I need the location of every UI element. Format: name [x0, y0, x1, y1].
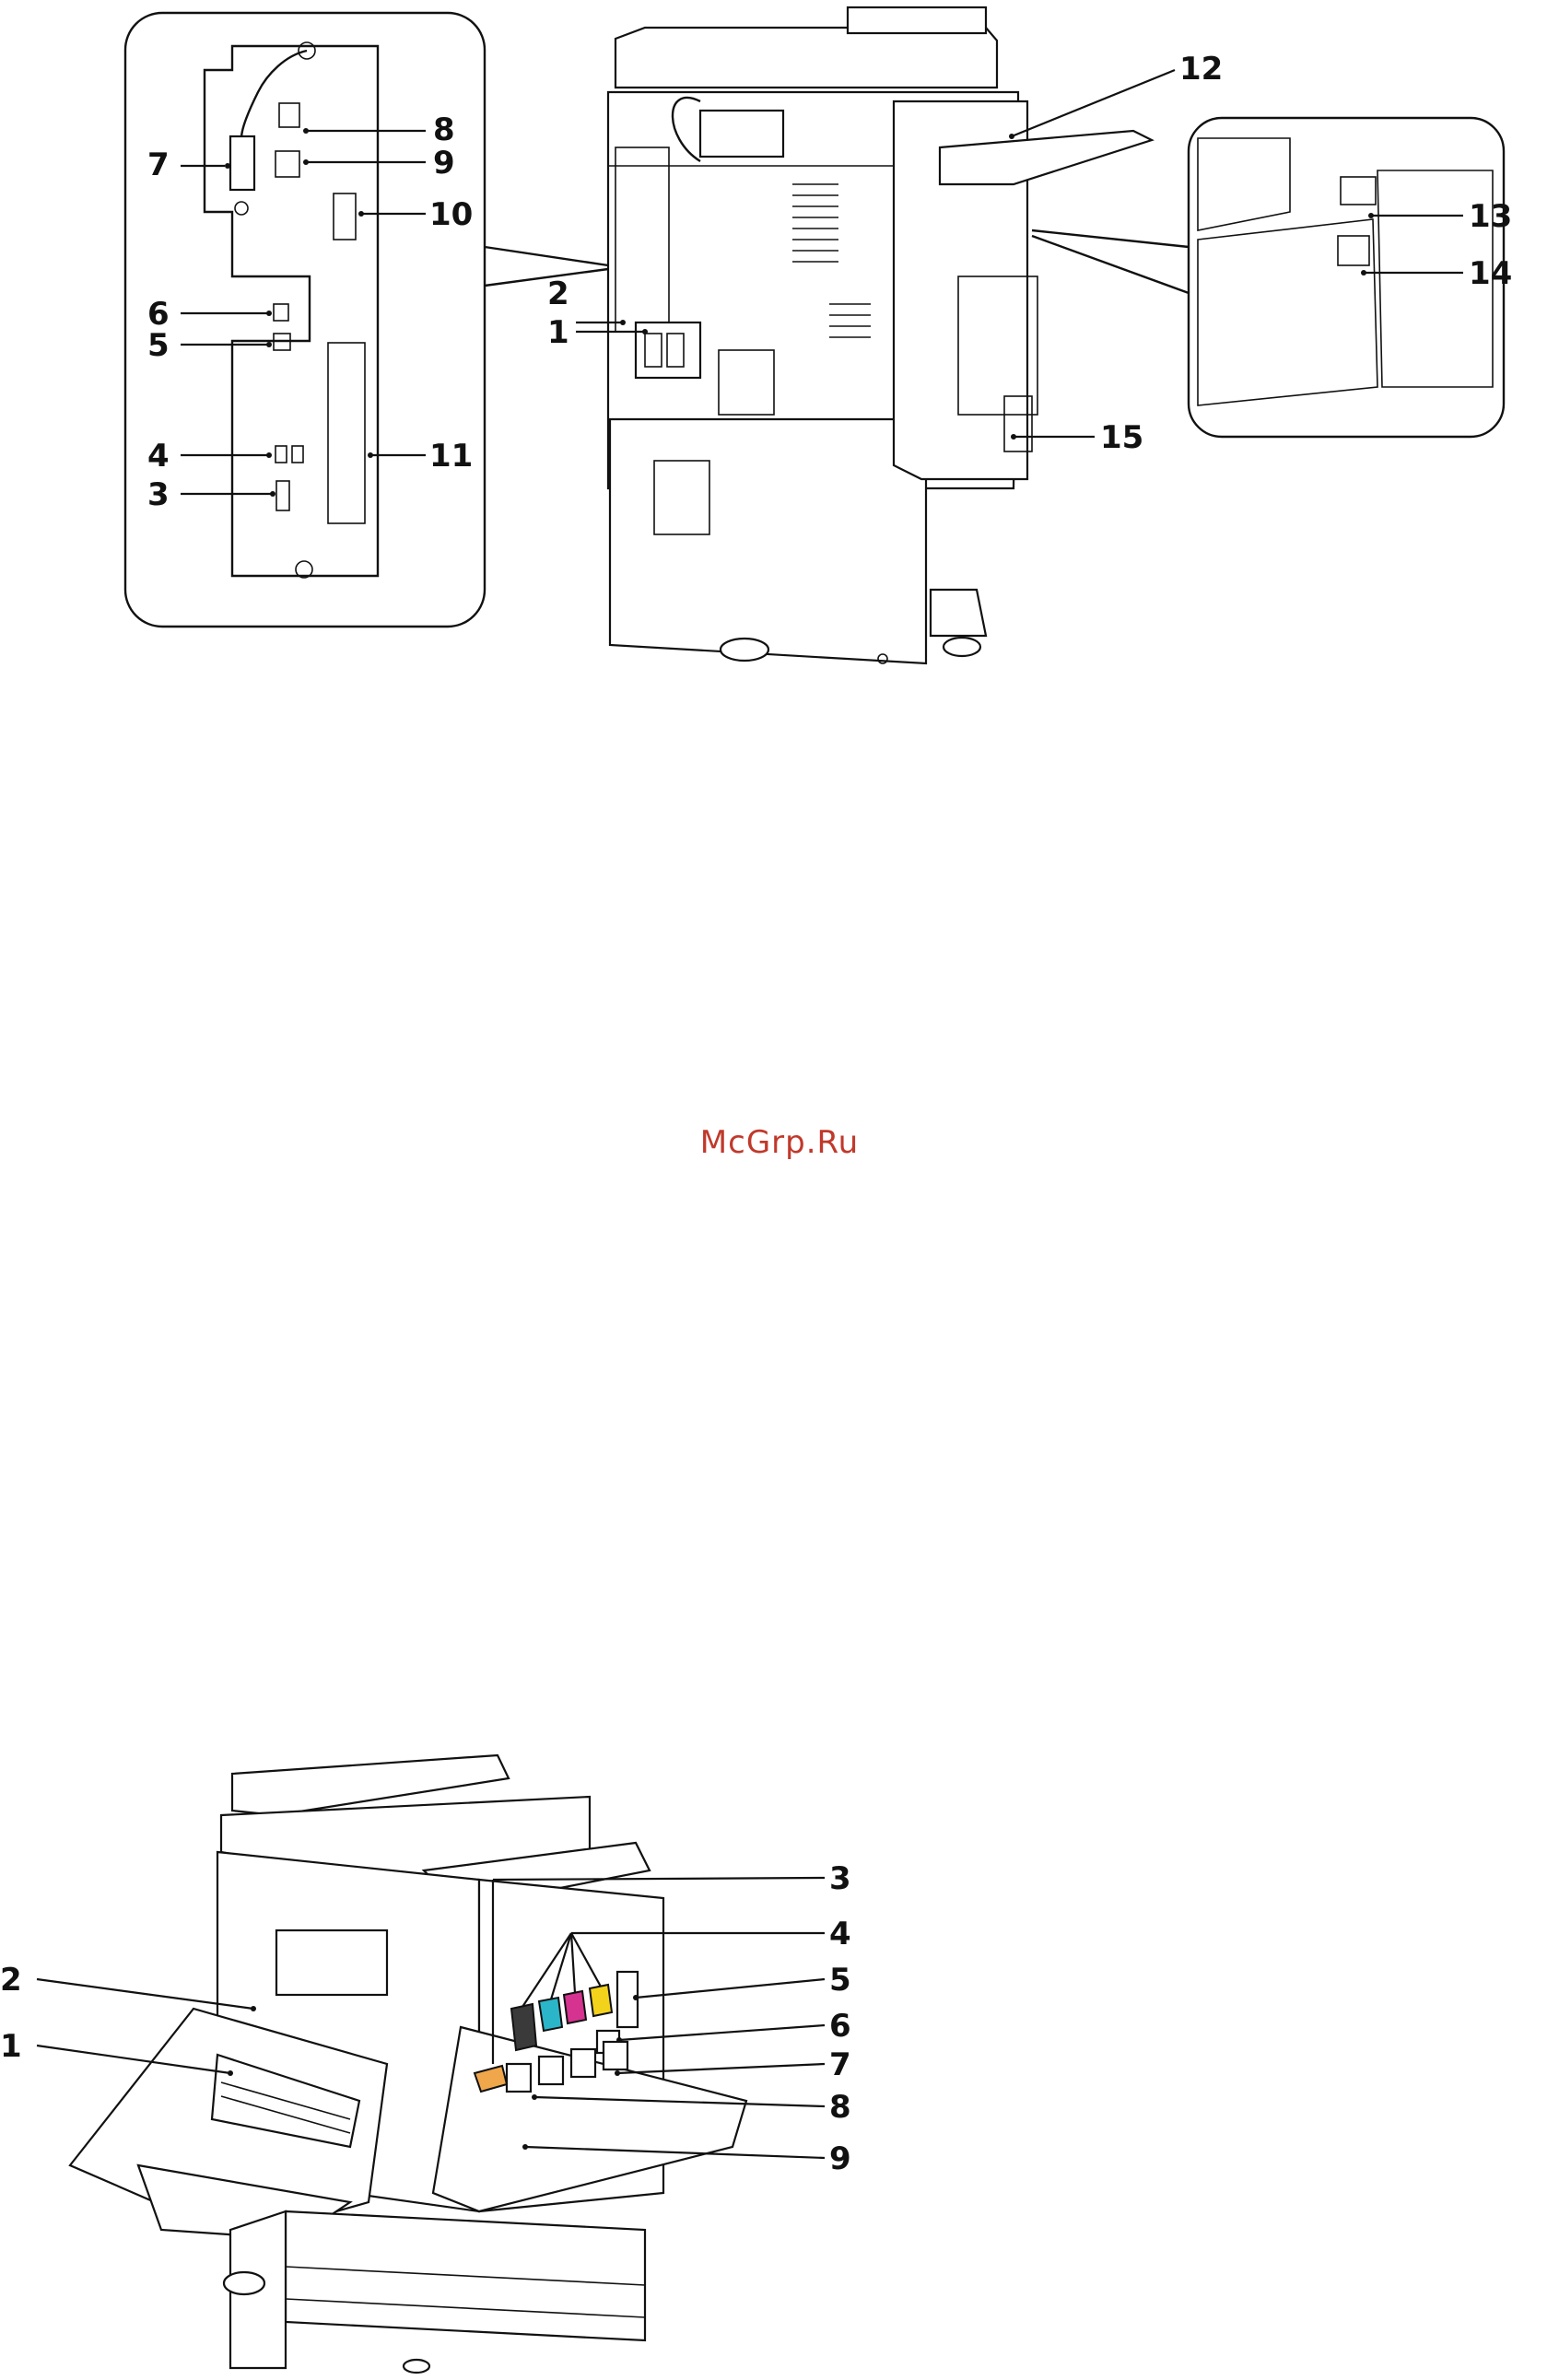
callout-2: 2: [0, 1962, 22, 1999]
callout-12: 12: [1179, 51, 1223, 88]
port-4-usb-a: [275, 446, 287, 463]
side-inset: [1032, 118, 1504, 437]
callout-9: 9: [433, 145, 455, 182]
port-6: [274, 304, 288, 321]
port-9-ethernet: [275, 151, 299, 177]
inset-pointer-line: [485, 247, 608, 265]
watermark: McGrp.Ru: [0, 1124, 1559, 1161]
toner-magenta: [564, 1991, 586, 2023]
inset-frame: [125, 13, 485, 627]
bottom-figure: 1 2 3 4 5 6 7 8 9: [0, 1755, 851, 2373]
connector-panel-inset: [125, 13, 608, 627]
toner-black: [511, 2004, 536, 2050]
drum-unit: [539, 2057, 563, 2084]
callout-13: 13: [1469, 198, 1512, 235]
scanner-lid: [615, 28, 997, 88]
callout-15: 15: [1100, 419, 1143, 456]
callout-1: 1: [547, 314, 569, 351]
callout-7: 7: [147, 147, 170, 183]
port-8: [279, 103, 299, 127]
top-figure: 7 8 9 10 6 5 4 3 11 1 2 12 13 14 15: [125, 7, 1512, 663]
port-10-serial: [334, 193, 356, 240]
document-feeder: [848, 7, 986, 33]
callout-4: 4: [829, 1916, 851, 1952]
callout-5: 5: [829, 1962, 851, 1999]
caster: [944, 638, 980, 656]
callout-3: 3: [147, 476, 170, 513]
rear-connector-block: [700, 111, 783, 157]
drum-unit: [604, 2042, 627, 2069]
caster: [404, 2360, 429, 2373]
inset-latch-13: [1341, 177, 1376, 205]
tray-cabinet: [610, 419, 926, 663]
fuser: [276, 1930, 387, 1995]
drum-unit: [507, 2064, 531, 2092]
inset-latch-14: [1338, 236, 1369, 265]
callout-10: 10: [429, 196, 473, 233]
callout-14: 14: [1469, 255, 1512, 292]
callout-4: 4: [147, 438, 170, 475]
drum-unit: [571, 2049, 595, 2077]
callout-9: 9: [829, 2140, 851, 2177]
connector-panel: [205, 46, 378, 576]
printer-rear-body: [608, 7, 1152, 663]
callout-8: 8: [829, 2089, 851, 2126]
inset-door: [1198, 219, 1377, 405]
slot-11: [328, 343, 365, 523]
callout-7: 7: [829, 2046, 851, 2083]
callout-6: 6: [829, 2008, 851, 2045]
callout-5: 5: [147, 327, 170, 364]
caster: [721, 639, 768, 661]
callout-3: 3: [829, 1860, 851, 1897]
toner-yellow: [590, 1985, 612, 2016]
inset-pointer-line: [485, 269, 608, 286]
port-4-usb-a: [292, 446, 303, 463]
caster: [224, 2272, 264, 2294]
power-cable: [241, 51, 307, 138]
callout-2: 2: [547, 276, 569, 312]
toner-cyan: [539, 1998, 562, 2031]
side-inset-frame: [1189, 118, 1504, 437]
panel-screw: [235, 202, 248, 215]
port-3: [276, 481, 289, 510]
callout-11: 11: [429, 438, 473, 475]
callout-1: 1: [0, 2028, 22, 2065]
callout-8: 8: [433, 111, 455, 148]
stabilizer-foot: [931, 590, 986, 636]
cable-plug: [230, 136, 254, 190]
inset-top-cavity: [1198, 138, 1290, 230]
